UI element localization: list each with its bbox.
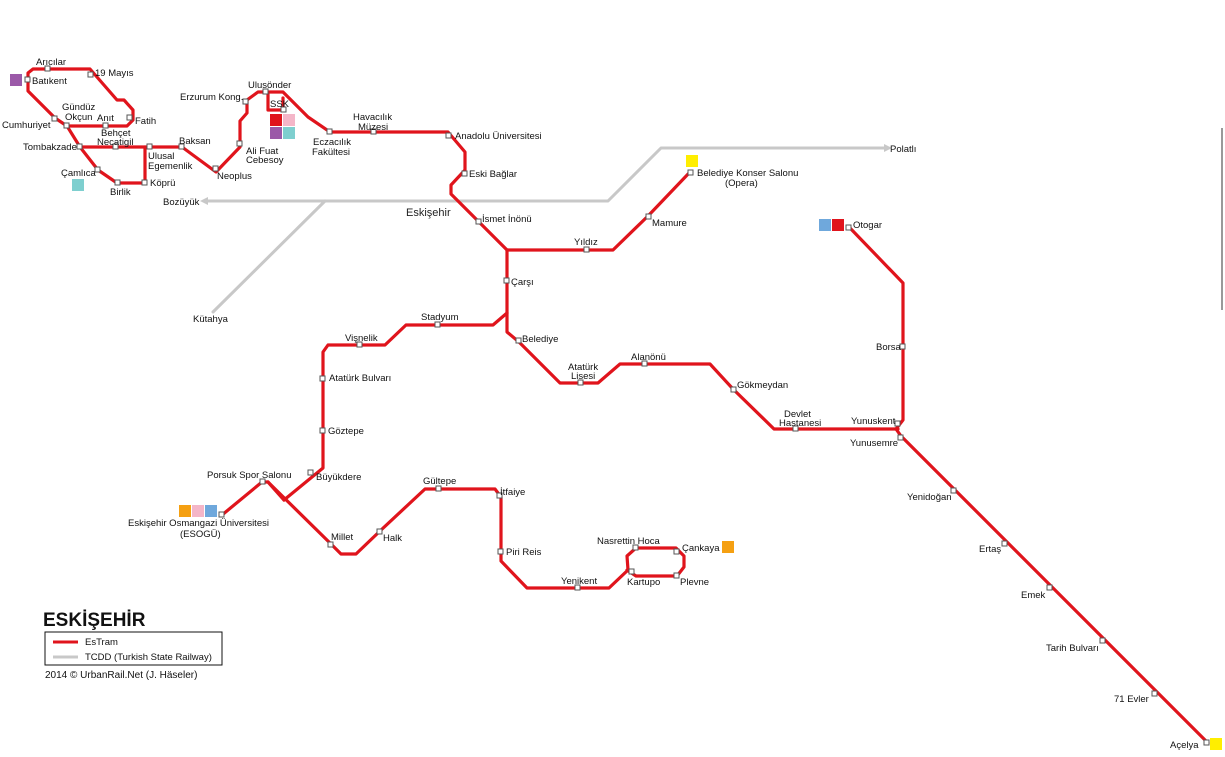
label-19-mayis: 19 Mayıs <box>95 68 134 79</box>
label-ulusonder: Ulusönder <box>248 80 291 91</box>
connection-red-ssk <box>270 114 282 126</box>
label-ulusal: Ulusal <box>148 151 174 162</box>
label-tarih-bulvari: Tarih Bulvarı <box>1046 643 1099 654</box>
label-ertas: Ertaş <box>979 544 1001 555</box>
label-gunduz: Gündüz <box>62 102 96 113</box>
connection-purple-ssk <box>270 127 282 139</box>
label-plevne: Plevne <box>680 577 709 588</box>
label-kutahya: Kütahya <box>193 314 229 325</box>
label-esogu: Eskişehir Osmangazi Üniversitesi <box>128 518 269 529</box>
label-neoplus: Neoplus <box>217 171 252 182</box>
label-behcet: Behçet <box>101 128 131 139</box>
connection-orange-cankaya <box>722 541 734 553</box>
label-emek: Emek <box>1021 590 1046 601</box>
label-millet: Millet <box>331 532 354 543</box>
label-yenikent: Yenikent <box>561 576 597 587</box>
label-nasrettin: Nasrettin Hoca <box>597 536 661 547</box>
label-camlica: Çamlıca <box>61 168 97 179</box>
label-hastanesi: Hastanesi <box>779 418 821 429</box>
label-71-evler: 71 Evler <box>1114 694 1149 705</box>
label-itfaiye: İtfaiye <box>500 487 525 498</box>
label-acelya: Açelya <box>1170 740 1199 751</box>
label-eczacilik: Eczacılık <box>313 137 351 148</box>
label-belediye: Belediye <box>522 334 558 345</box>
label-porsuk: Porsuk Spor Salonu <box>207 470 292 481</box>
label-tombakzade: Tombakzade <box>23 142 77 153</box>
label-erzurum: Erzurum Kong. <box>180 92 243 103</box>
label-devlet: Devlet <box>784 409 811 420</box>
label-eskisehir-station: Eskişehir <box>406 207 451 219</box>
connection-pink-esogu <box>192 505 204 517</box>
connection-red-otogar <box>832 219 844 231</box>
label-yildiz: Yıldız <box>574 237 598 248</box>
legend-label-tcdd: TCDD (Turkish State Railway) <box>85 652 212 663</box>
legend: EsTram TCDD (Turkish State Railway) <box>44 631 223 666</box>
label-anit: Anıt <box>97 113 114 124</box>
label-polatli: Polatlı <box>890 144 916 155</box>
label-ismet-inonu: İsmet İnönü <box>482 214 532 225</box>
rail-labels: Polatlı Bozüyük Kütahya Eskişehir <box>163 144 916 325</box>
label-muzesi: Müzesi <box>358 122 388 133</box>
label-birlik: Birlik <box>110 187 131 198</box>
label-halk: Halk <box>383 533 402 544</box>
label-bozuyuk: Bozüyük <box>163 197 200 208</box>
label-carsi: Çarşı <box>511 277 534 288</box>
label-cebesoy: Cebesoy <box>246 155 284 166</box>
label-fakultesi: Fakültesi <box>312 147 350 158</box>
label-kopru: Köprü <box>150 178 175 189</box>
connection-pink-ssk <box>283 114 295 126</box>
label-stadyum: Stadyum <box>421 312 459 323</box>
legend-label-estram: EsTram <box>85 637 118 648</box>
connection-yellow-acelya <box>1210 738 1222 750</box>
map-title: ESKİŞEHİR <box>43 610 146 631</box>
label-belediye-konser: Belediye Konser Salonu <box>697 168 798 179</box>
label-ataturk-bulvari: Atatürk Bulvarı <box>329 373 391 384</box>
label-visnelik: Vişnelik <box>345 333 378 344</box>
label-necatigil: Necatigil <box>97 137 133 148</box>
station-labels: Arıcılar 19 Mayıs Batıkent Gündüz Okçun … <box>2 57 1199 751</box>
label-eski-baglar: Eski Bağlar <box>469 169 517 180</box>
label-yunusemre: Yunusemre <box>850 438 898 449</box>
label-kartupo: Kartupo <box>627 577 660 588</box>
label-havacilik: Havacılık <box>353 112 392 123</box>
label-ali-fuat: Ali Fuat <box>246 146 279 157</box>
station-stops <box>24 65 1210 746</box>
connection-blue-otogar <box>819 219 831 231</box>
credit: 2014 © UrbanRail.Net (J. Häseler) <box>45 670 197 681</box>
connection-teal-ssk <box>283 127 295 139</box>
connection-yellow-opera <box>686 155 698 167</box>
label-mamure: Mamure <box>652 218 687 229</box>
label-yunuskent: Yunuskent <box>851 416 896 427</box>
label-opera: (Opera) <box>725 178 758 189</box>
label-alanonu: Alanönü <box>631 352 666 363</box>
label-piri-reis: Piri Reis <box>506 547 542 558</box>
label-otogar: Otogar <box>853 220 882 231</box>
label-cankaya: Çankaya <box>682 543 720 554</box>
label-gultepe: Gültepe <box>423 476 456 487</box>
connection-orange-esogu <box>179 505 191 517</box>
label-egemenlik: Egemenlik <box>148 161 193 172</box>
connection-teal-camlica <box>72 179 84 191</box>
tcdd-railway <box>200 144 892 314</box>
label-cumhuriyet: Cumhuriyet <box>2 120 51 131</box>
label-ataturk: Atatürk <box>568 362 598 373</box>
label-anadolu: Anadolu Üniversitesi <box>455 131 542 142</box>
label-goztepe: Göztepe <box>328 426 364 437</box>
label-batikent: Batıkent <box>32 76 67 87</box>
label-ssk: SSK <box>270 99 290 110</box>
label-fatih: Fatih <box>135 116 156 127</box>
label-esogu-abbr: (ESOGÜ) <box>180 529 221 540</box>
label-baksan: Baksan <box>179 136 211 147</box>
label-okcun: Okçun <box>65 112 92 123</box>
label-aricilar: Arıcılar <box>36 57 66 68</box>
connection-purple-batikent <box>10 74 22 86</box>
label-gokmeydan: Gökmeydan <box>737 380 788 391</box>
label-lisesi: Lisesi <box>571 371 595 382</box>
connection-blue-esogu <box>205 505 217 517</box>
connection-markers <box>10 74 1222 750</box>
label-yenidogan: Yenidoğan <box>907 492 952 503</box>
label-buyukdere: Büyükdere <box>316 472 361 483</box>
label-borsa: Borsa <box>876 342 902 353</box>
